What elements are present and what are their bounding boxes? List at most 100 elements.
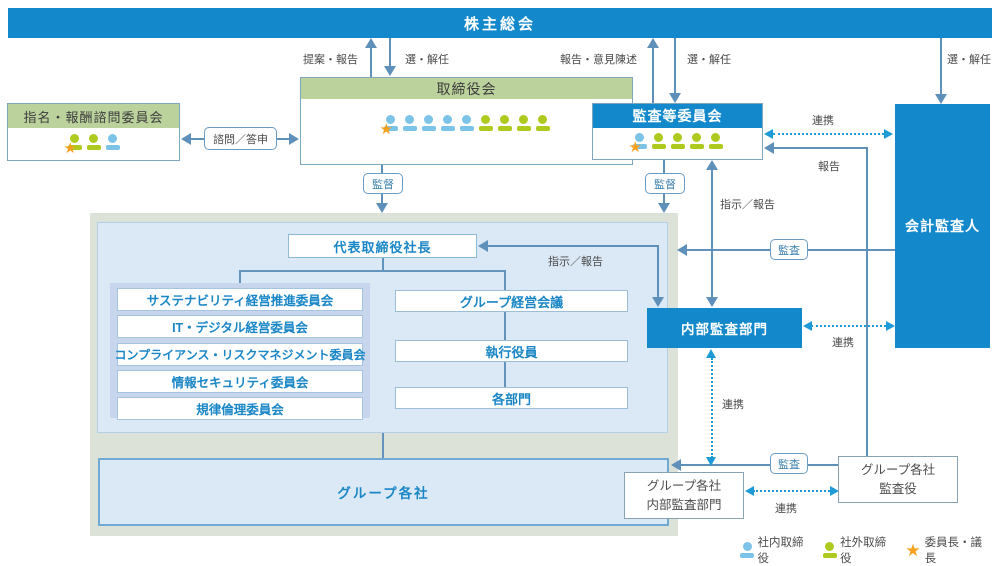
president-instruct-line-h	[488, 245, 659, 247]
president-label: 代表取締役社長	[333, 239, 432, 255]
consult-reply-pill: 諮問／答申	[204, 127, 277, 150]
audit-committee-members: ★	[593, 133, 762, 155]
committee-label: IT・デジタル経営委員会	[172, 321, 308, 335]
arrow-left-icon	[745, 486, 754, 496]
proposal-report-label: 提案・報告	[303, 54, 358, 66]
executive-officers-box: 執行役員	[395, 340, 628, 362]
arrow-right-icon	[886, 321, 895, 331]
cooperate-dotted-mid	[811, 325, 886, 327]
arrow-left-icon	[764, 142, 774, 154]
committee-box-sustainability: サステナビリティ経営推進委員会	[117, 288, 363, 311]
group-companies-box: グループ各社	[98, 458, 669, 526]
shareholders-meeting-bar: 株主総会	[8, 8, 992, 38]
external-director-icon	[822, 542, 838, 558]
arrow-up-icon	[706, 160, 718, 170]
instruct-report-label-inner: 指示／報告	[548, 256, 603, 268]
accounting-auditor-label: 会計監査人	[905, 218, 980, 234]
arrow-down-icon	[935, 94, 947, 104]
appoint-dismiss-label-auditor: 選・解任	[947, 54, 991, 66]
external-director-icon	[478, 115, 493, 131]
arrow-down-icon	[376, 203, 388, 213]
group-auditors-line1: グループ各社	[860, 463, 936, 478]
connector-split-horizontal	[239, 270, 506, 272]
report-opinion-label: 報告・意見陳述	[560, 54, 637, 66]
group-management-meeting-box: グループ経営会議	[395, 290, 628, 312]
arrow-down-icon	[384, 66, 396, 76]
board-members: ★	[301, 115, 632, 137]
committee-label: サステナビリティ経営推進委員会	[146, 294, 334, 308]
external-director-icon	[670, 133, 685, 149]
arrow-right-icon	[830, 486, 839, 496]
external-director-icon: ★	[64, 134, 82, 156]
group-auditors-box: グループ各社 監査役	[838, 456, 958, 503]
accounting-auditor-box: 会計監査人	[895, 104, 990, 348]
exec-label: 執行役員	[485, 344, 538, 360]
cooperate-dotted-vertical	[711, 358, 713, 458]
audit-line-bottom	[681, 464, 838, 466]
arrow-left-icon	[764, 129, 773, 139]
committee-label: 規律倫理委員会	[196, 403, 284, 417]
group-internal-audit-line1: グループ各社	[646, 479, 722, 494]
legend-internal-director-label: 社内取締役	[757, 537, 804, 565]
committee-label: 情報セキュリティ委員会	[171, 376, 309, 390]
report-opinion-line	[652, 47, 654, 103]
exec-label: 各部門	[491, 391, 531, 407]
cooperate-label-bottom: 連携	[775, 503, 797, 515]
cooperate-label-vertical: 連携	[722, 399, 744, 411]
nomination-members: ★	[8, 134, 179, 156]
board-of-directors-box: 取締役会 ★	[300, 77, 633, 165]
arrow-left-icon	[671, 459, 681, 471]
legend-chairperson-label: 委員長・議長	[924, 537, 983, 565]
internal-director-icon	[740, 542, 755, 558]
internal-director-icon	[421, 115, 436, 131]
cooperate-label-top: 連携	[812, 115, 834, 127]
arrow-up-icon	[647, 38, 659, 48]
external-director-icon	[535, 115, 550, 131]
cooperate-dotted-bottom	[753, 490, 830, 492]
external-director-icon	[86, 134, 101, 150]
connector-to-committees	[239, 270, 241, 283]
nomination-committee-title: 指名・報酬諮問委員会	[8, 104, 179, 128]
supervise-pill-left: 監督	[363, 173, 403, 194]
audit-pill-bottom: 監査	[770, 453, 808, 474]
external-director-icon	[689, 133, 704, 149]
chair-star-icon: ★	[905, 540, 921, 560]
shareholders-meeting-label: 株主総会	[463, 15, 536, 33]
appoint-dismiss-label-audit: 選・解任	[687, 54, 731, 66]
chair-star-icon: ★	[63, 140, 77, 157]
arrow-left-icon	[181, 133, 191, 145]
connector-exec-officers	[504, 312, 506, 340]
arrow-down-icon	[658, 203, 670, 213]
connector-departments	[504, 362, 506, 387]
cooperate-dotted-top	[773, 133, 884, 135]
appoint-dismiss-line-board	[389, 38, 391, 67]
connector-panel-to-group	[382, 433, 384, 458]
internal-director-icon	[440, 115, 455, 131]
appoint-dismiss-label-board: 選・解任	[405, 54, 449, 66]
report-line-vertical	[866, 147, 868, 456]
committee-label: コンプライアンス・リスクマネジメント委員会	[114, 348, 366, 362]
external-director-icon	[516, 115, 531, 131]
president-box: 代表取締役社長	[288, 234, 477, 258]
group-internal-audit-line2: 内部監査部門	[646, 497, 722, 512]
external-director-icon	[708, 133, 723, 149]
report-line-horizontal	[773, 147, 868, 149]
committee-box-compliance-risk: コンプライアンス・リスクマネジメント委員会	[114, 343, 366, 366]
group-internal-audit-box: グループ各社 内部監査部門	[624, 472, 744, 519]
departments-box: 各部門	[395, 387, 628, 409]
nomination-committee-box: 指名・報酬諮問委員会 ★	[7, 103, 180, 161]
arrow-up-icon	[365, 38, 377, 48]
arrow-down-icon	[706, 297, 718, 307]
arrow-down-icon	[706, 457, 716, 466]
president-instruct-line-v	[657, 245, 659, 297]
internal-audit-dept-label: 内部監査部門	[681, 322, 768, 337]
arrow-right-icon	[884, 129, 893, 139]
arrow-down-icon	[669, 93, 681, 103]
report-label: 報告	[818, 161, 840, 173]
audit-committee-box: 監査等委員会 ★	[592, 103, 763, 160]
internal-director-icon: ★	[380, 115, 398, 137]
internal-director-icon	[459, 115, 474, 131]
connector-to-exec-meeting	[504, 270, 506, 290]
arrow-left-icon	[803, 321, 812, 331]
